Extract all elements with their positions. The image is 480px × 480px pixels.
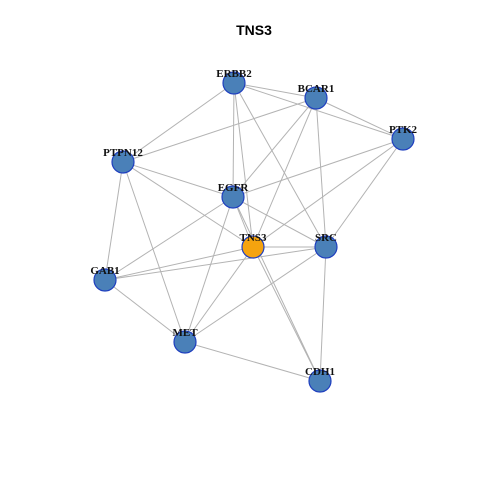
node-label-ptpn12: PTPN12	[103, 147, 143, 159]
node-label-met: MET	[172, 327, 198, 339]
edge-met-cdh1	[184, 341, 321, 382]
edge-egfr-src	[232, 196, 327, 248]
edge-ptpn12-egfr	[122, 161, 234, 198]
node-ptpn12[interactable]	[111, 150, 135, 174]
edge-erbb2-src	[233, 82, 327, 248]
edge-src-gab1	[104, 246, 327, 281]
node-label-cdh1: CDH1	[305, 366, 335, 378]
diagram-title: TNS3	[236, 22, 272, 38]
node-egfr[interactable]	[221, 185, 245, 209]
node-layer	[93, 71, 415, 393]
node-label-gab1: GAB1	[90, 265, 119, 277]
edge-tns3-met	[184, 246, 254, 343]
edge-bcar1-ptpn12	[122, 97, 317, 163]
edge-ptpn12-gab1	[104, 161, 124, 281]
node-ptk2[interactable]	[391, 127, 415, 151]
node-label-ptk2: PTK2	[389, 124, 418, 136]
edge-src-met	[184, 246, 327, 343]
edge-layer	[104, 82, 404, 382]
node-cdh1[interactable]	[308, 369, 332, 393]
edge-tns3-cdh1	[252, 246, 321, 382]
node-label-bcar1: BCAR1	[298, 83, 335, 95]
edge-tns3-gab1	[104, 246, 254, 281]
edge-gab1-met	[104, 279, 186, 343]
node-bcar1[interactable]	[304, 86, 328, 110]
node-tns3[interactable]	[241, 235, 265, 259]
edge-erbb2-ptpn12	[122, 82, 235, 163]
edge-bcar1-src	[315, 97, 327, 248]
node-gab1[interactable]	[93, 268, 117, 292]
edge-ptk2-src	[325, 138, 404, 248]
node-label-src: SRC	[315, 232, 337, 244]
edge-bcar1-ptk2	[315, 97, 404, 140]
edge-ptpn12-met	[122, 161, 186, 343]
node-src[interactable]	[314, 235, 338, 259]
edge-bcar1-egfr	[232, 97, 317, 198]
edge-ptpn12-tns3	[122, 161, 254, 248]
edge-erbb2-bcar1	[233, 82, 317, 99]
node-label-tns3: TNS3	[240, 232, 267, 244]
edge-egfr-met	[184, 196, 234, 343]
edge-erbb2-ptk2	[233, 82, 404, 140]
node-met[interactable]	[173, 330, 197, 354]
edge-egfr-gab1	[104, 196, 234, 281]
edge-erbb2-tns3	[233, 82, 254, 248]
edge-ptk2-tns3	[252, 138, 404, 248]
edge-erbb2-egfr	[232, 82, 235, 198]
node-erbb2[interactable]	[222, 71, 246, 95]
edge-src-cdh1	[319, 246, 327, 382]
node-label-erbb2: ERBB2	[216, 68, 252, 80]
edge-egfr-cdh1	[232, 196, 321, 382]
edge-bcar1-tns3	[252, 97, 317, 248]
node-label-egfr: EGFR	[218, 182, 250, 194]
edge-ptk2-egfr	[232, 138, 404, 198]
